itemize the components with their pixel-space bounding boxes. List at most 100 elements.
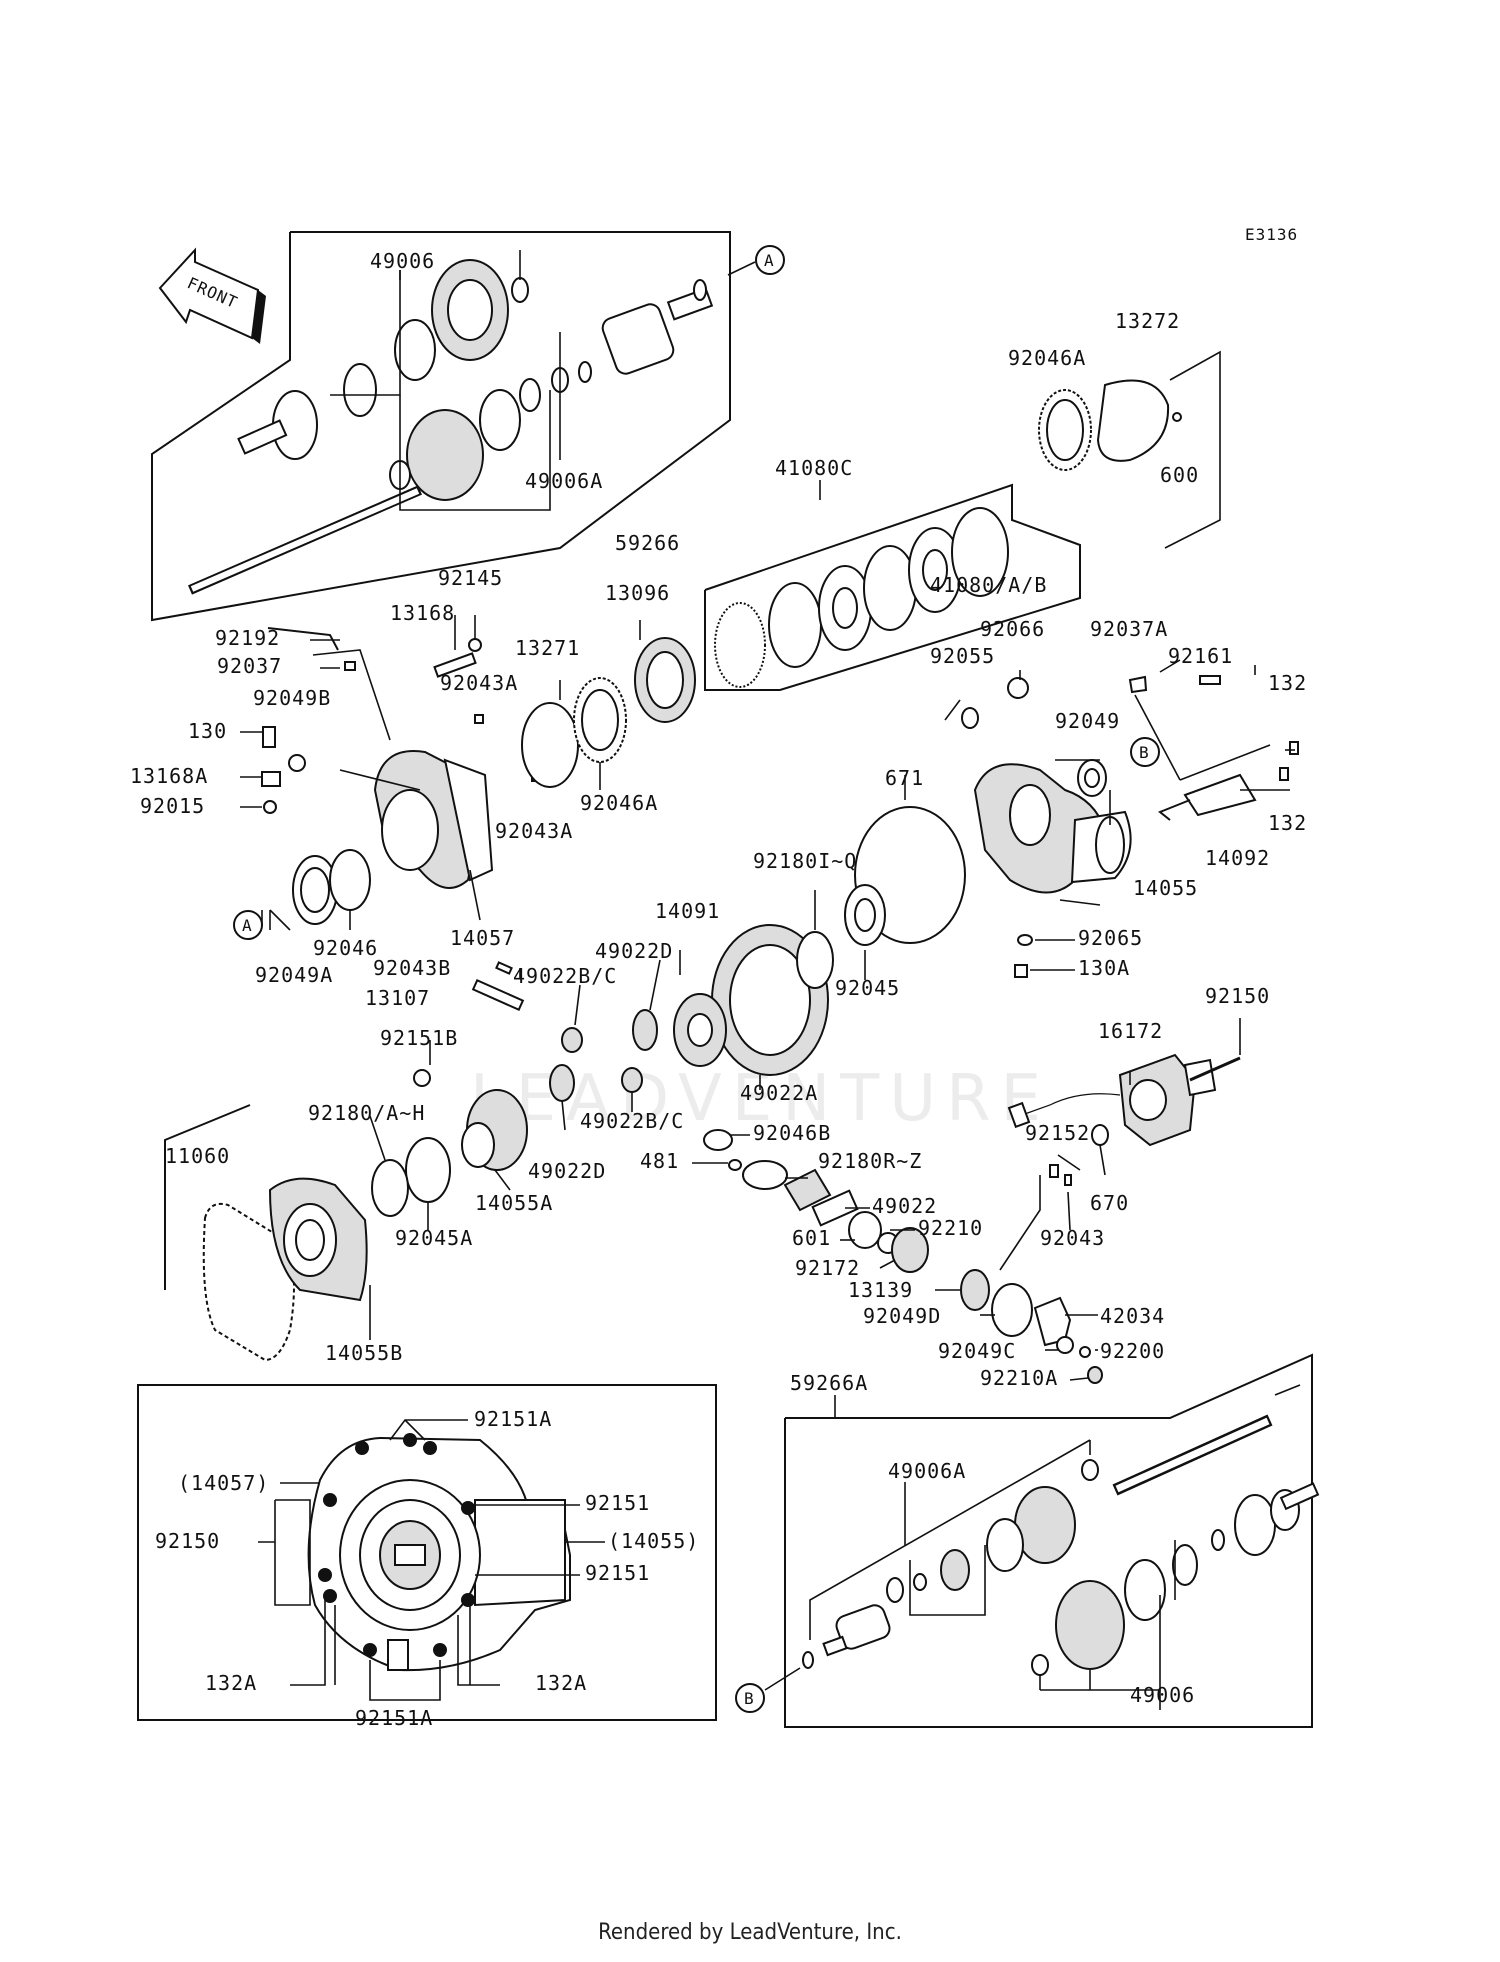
label-92043B: 92043B [373,956,451,980]
clutch-plates [704,480,1081,691]
svg-text:B: B [1139,743,1150,762]
label-49022A: 49022A [740,1081,818,1105]
label-14092: 14092 [1205,846,1270,870]
label-132A-2: 132A [535,1671,587,1695]
label-92151-1: 92151 [585,1491,650,1515]
label-92046A-top: 92046A [1008,346,1086,370]
label-49006-top: 49006 [370,249,435,273]
label-13271: 13271 [515,636,580,660]
label-49022D-2: 49022D [528,1159,606,1183]
gear-13096-group [521,620,696,790]
label-13272: 13272 [1115,309,1180,333]
callout-a-top: A [727,245,785,276]
label-92046: 92046 [313,936,378,960]
label-49006A-top: 49006A [525,469,603,493]
callout-a-left: A [233,910,263,940]
label-92066: 92066 [980,617,1045,641]
label-92049B: 92049B [253,686,331,710]
label-49022: 49022 [872,1194,937,1218]
label-132A-1: 132A [205,1671,257,1695]
label-92055: 92055 [930,644,995,668]
label-92046B: 92046B [753,1121,831,1145]
label-92200: 92200 [1100,1339,1165,1363]
label-42034: 42034 [1100,1304,1165,1328]
label-11060: 11060 [165,1144,230,1168]
label-13096: 13096 [605,581,670,605]
label-132-2: 132 [1268,811,1307,835]
label-92180AH: 92180/A~H [308,1101,425,1125]
callout-b-mid: B [1130,737,1160,767]
label-13107: 13107 [365,986,430,1010]
label-92015: 92015 [140,794,205,818]
label-92192: 92192 [215,626,280,650]
label-92049: 92049 [1055,709,1120,733]
label-14055: 14055 [1133,876,1198,900]
assembled-view-inset [137,1384,717,1721]
label-132-1: 132 [1268,671,1307,695]
label-92145: 92145 [438,566,503,590]
label-49022BC-1: 49022B/C [513,964,617,988]
svg-text:A: A [764,251,775,270]
label-130A: 130A [1078,956,1130,980]
clutch-ring-group [1038,350,1221,549]
svg-text:A: A [242,916,253,935]
label-92049D: 92049D [863,1304,941,1328]
label-92172: 92172 [795,1256,860,1280]
label-14055A: 14055A [475,1191,553,1215]
label-49006A-bot: 49006A [888,1459,966,1483]
label-92046A-mid: 92046A [580,791,658,815]
label-49022D-1: 49022D [595,939,673,963]
label-92151B: 92151B [380,1026,458,1050]
housing-14055B-group [164,1104,371,1362]
label-92043A-1: 92043A [440,671,518,695]
label-92180RZ: 92180R~Z [818,1149,922,1173]
label-92152: 92152 [1025,1121,1090,1145]
callout-b-bottom: B [735,1667,801,1713]
footer-credit: Rendered by LeadVenture, Inc. [598,1920,902,1945]
label-59266: 59266 [615,531,680,555]
label-92045A: 92045A [395,1226,473,1250]
label-14057: 14057 [450,926,515,950]
label-14091: 14091 [655,899,720,923]
label-92049A: 92049A [255,963,333,987]
label-92043: 92043 [1040,1226,1105,1250]
label-13139: 13139 [848,1278,913,1302]
label-92210: 92210 [918,1216,983,1240]
label-92161: 92161 [1168,644,1233,668]
front-axle-assembly-group [151,231,731,622]
label-92037: 92037 [217,654,282,678]
front-arrow: FRONT [158,247,266,344]
label-671: 671 [885,766,924,790]
label-601: 601 [792,1226,831,1250]
label-92150-bot: 92150 [155,1529,220,1553]
label-13168: 13168 [390,601,455,625]
label-92150-top: 92150 [1205,984,1270,1008]
label-130: 130 [188,719,227,743]
label-92049C: 92049C [938,1339,1016,1363]
svg-text:B: B [744,1689,755,1708]
label-14055-ref: (14055) [608,1529,699,1553]
label-92180IQ: 92180I~Q [753,849,857,873]
label-670: 670 [1090,1191,1129,1215]
differential-group [369,884,929,1273]
label-16172: 16172 [1098,1019,1163,1043]
label-600: 600 [1160,463,1199,487]
label-92151A-2: 92151A [355,1706,433,1730]
label-13168A: 13168A [130,764,208,788]
label-14055B: 14055B [325,1341,403,1365]
diagram-code: E3136 [1245,225,1298,244]
label-14057-ref: (14057) [178,1471,269,1495]
label-92037A: 92037A [1090,617,1168,641]
label-59266A: 59266A [790,1371,868,1395]
label-41080AB: 41080/A/B [930,573,1047,597]
label-92065: 92065 [1078,926,1143,950]
label-92151A-1: 92151A [474,1407,552,1431]
left-housing-14057 [240,615,541,931]
label-41080C: 41080C [775,456,853,480]
rear-axle-assembly-group [784,1353,1320,1728]
sensor-16172-group [935,1018,1241,1384]
label-481: 481 [640,1149,679,1173]
label-92043A-2: 92043A [495,819,573,843]
label-49022BC-2: 49022B/C [580,1109,684,1133]
